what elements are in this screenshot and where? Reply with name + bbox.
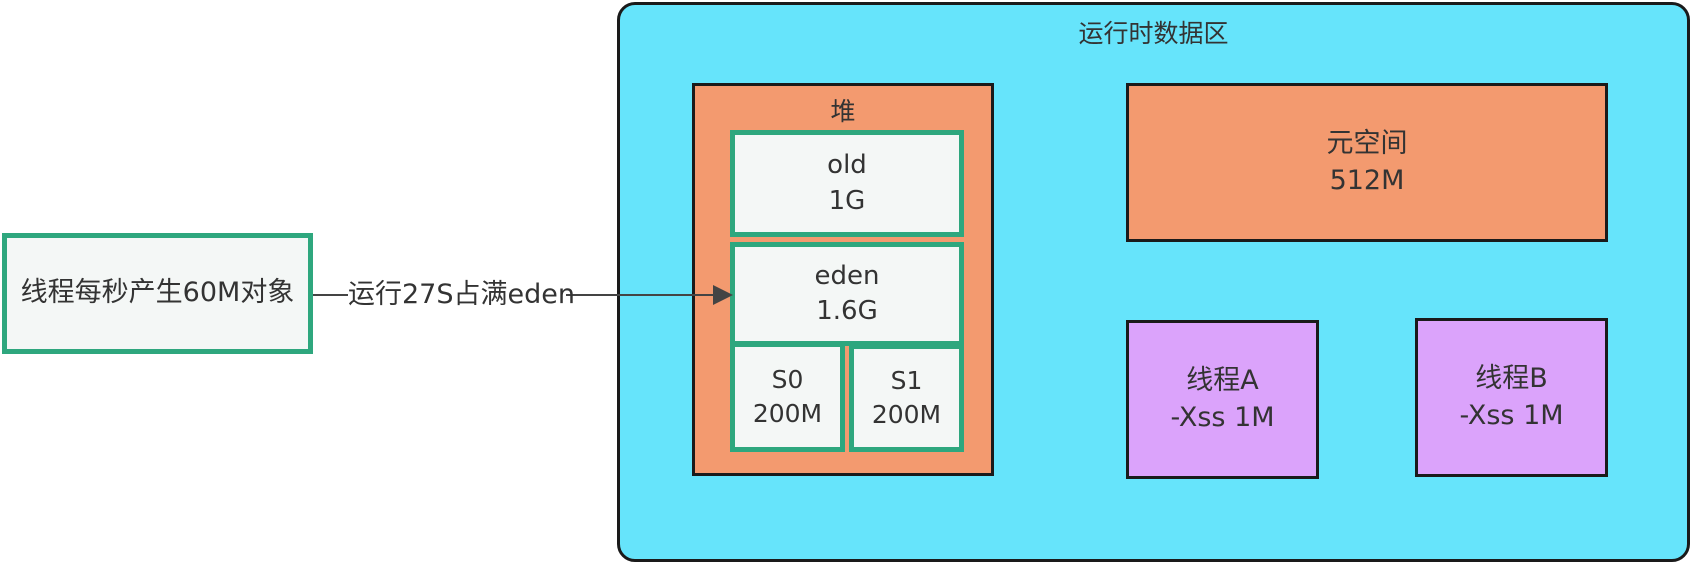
survivor-s1-name: S1 [890,366,923,396]
object-source-box: 线程每秒产生60M对象 [2,233,313,354]
thread-a-name: 线程A [1186,365,1259,397]
thread-b-name: 线程B [1475,363,1548,395]
thread-a-box: 线程A -Xss 1M [1126,320,1319,479]
metaspace-name: 元空间 [1326,128,1408,160]
survivor-s0-size: 200M [752,399,823,428]
metaspace-box: 元空间 512M [1126,83,1608,242]
survivor-s0-box: S0 200M [730,342,845,452]
eden-name: eden [814,260,880,291]
old-generation-size: 1G [828,185,866,216]
old-generation-box: old 1G [730,130,964,237]
heap-title: 堆 [830,97,856,126]
object-source-label: 线程每秒产生60M对象 [20,277,295,309]
eden-box: eden 1.6G [730,242,964,346]
connector-arrow-label: 运行27S占满eden [348,275,575,315]
survivor-s0-name: S0 [771,365,804,395]
runtime-data-area-title: 运行时数据区 [1078,19,1229,48]
metaspace-size: 512M [1329,164,1405,196]
thread-b-stack-param: -Xss 1M [1459,399,1564,431]
thread-b-box: 线程B -Xss 1M [1415,318,1608,477]
eden-size: 1.6G [816,296,878,326]
old-generation-name: old [827,150,867,181]
connector-arrowhead [713,285,733,305]
survivor-s1-box: S1 200M [849,344,964,452]
thread-a-stack-param: -Xss 1M [1170,401,1275,433]
survivor-s1-size: 200M [871,400,942,429]
